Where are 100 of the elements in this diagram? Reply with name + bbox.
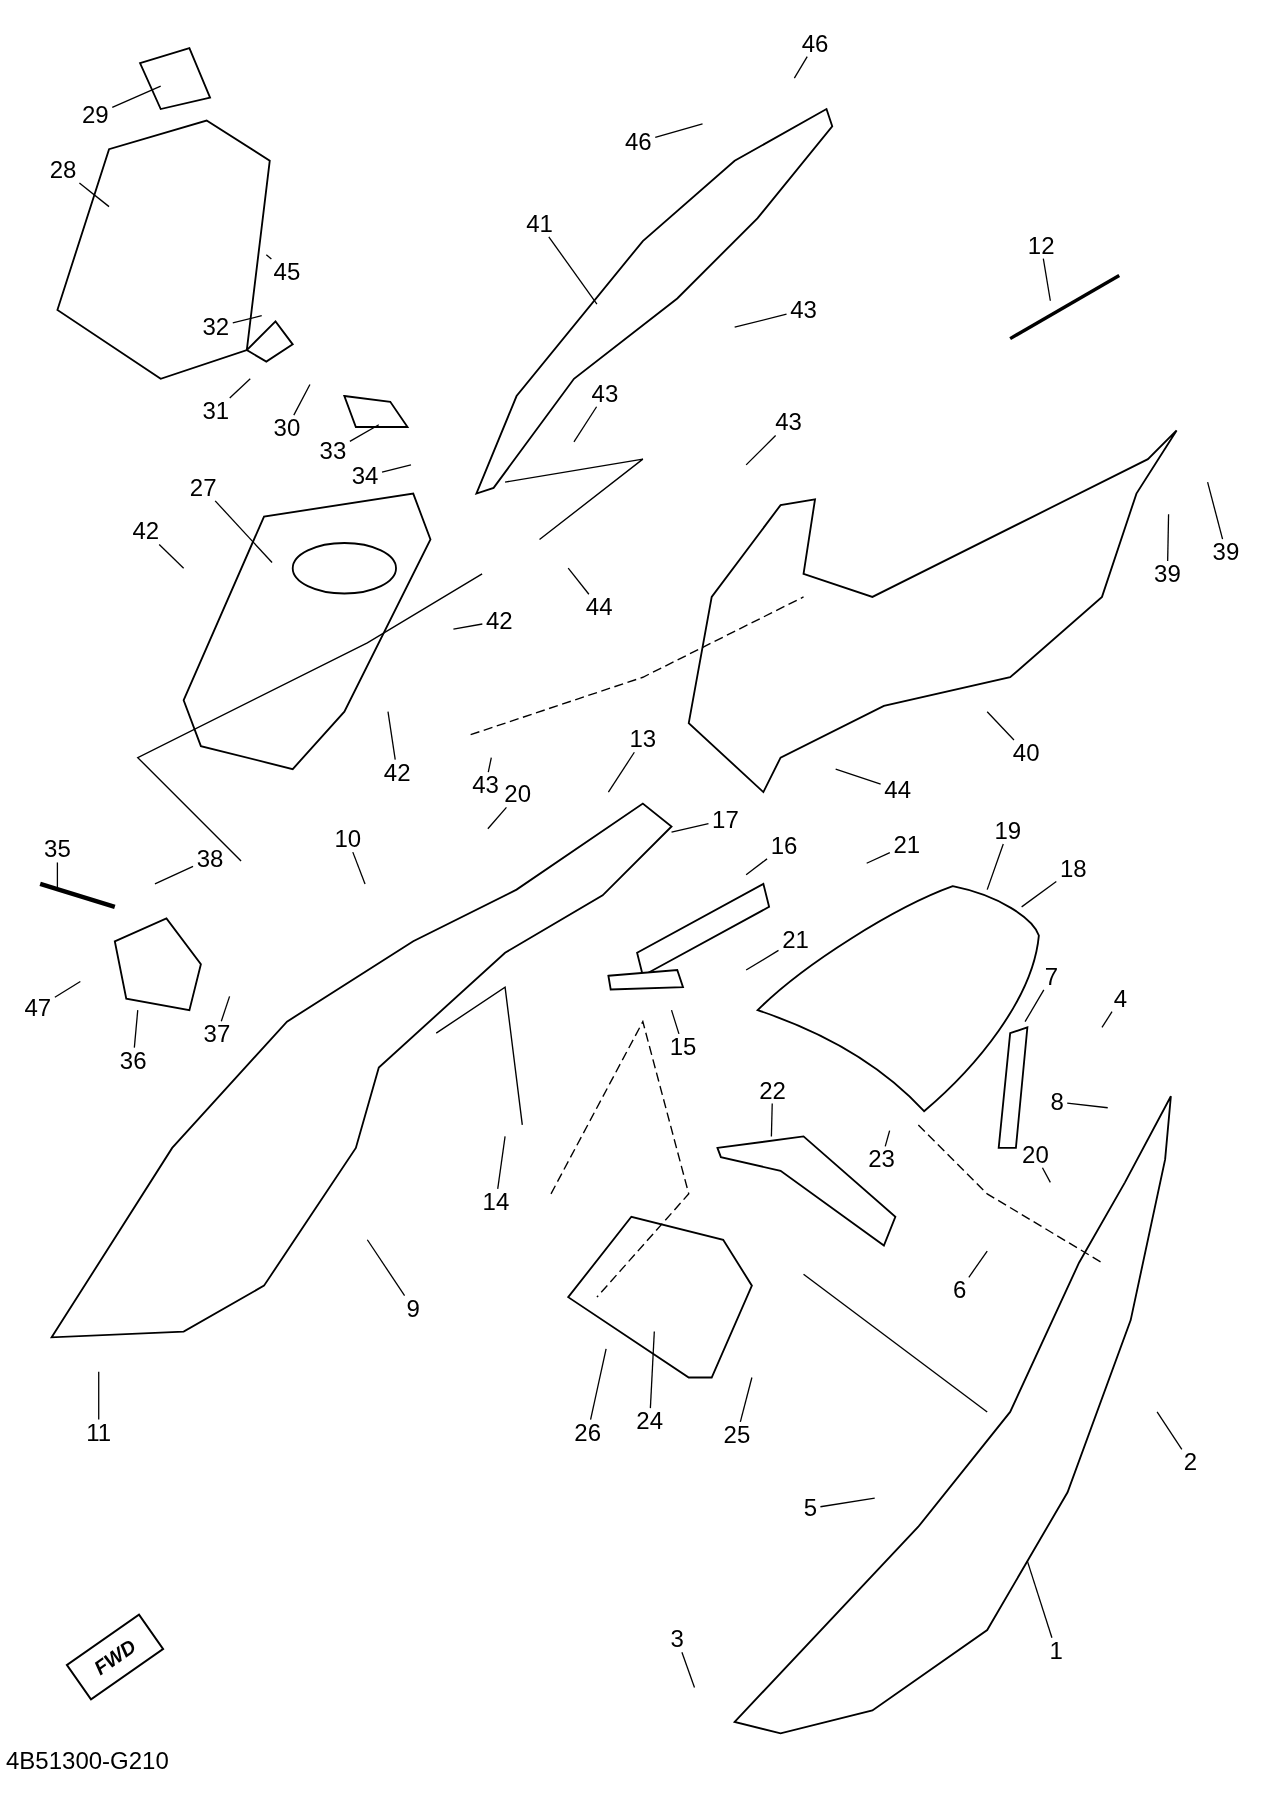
leader-line xyxy=(265,254,273,260)
leader-line xyxy=(349,424,380,442)
leader-line xyxy=(232,315,263,324)
leader-line xyxy=(589,1348,607,1421)
leader-line xyxy=(487,756,492,773)
leader-line xyxy=(220,995,231,1022)
callout-number: 39 xyxy=(1212,540,1240,565)
callout-number: 25 xyxy=(723,1422,751,1447)
leader-line xyxy=(654,123,704,139)
callout-number: 6 xyxy=(952,1278,967,1303)
callout-number: 33 xyxy=(319,439,347,464)
leader-line xyxy=(54,980,81,998)
leader-line xyxy=(1101,1011,1113,1029)
callout-number: 19 xyxy=(994,819,1022,844)
callout-number: 38 xyxy=(196,846,224,871)
callout-number: 21 xyxy=(782,928,809,953)
leader-line xyxy=(1026,1560,1053,1639)
callout-number: 36 xyxy=(119,1048,147,1073)
callout-number: 46 xyxy=(624,130,652,155)
callout-number: 43 xyxy=(790,297,817,322)
leader-line xyxy=(739,1376,753,1423)
leader-line xyxy=(670,822,710,833)
leader-line xyxy=(567,567,590,595)
leader-line xyxy=(1066,1102,1109,1109)
callout-number: 42 xyxy=(383,760,411,785)
callout-number: 2 xyxy=(1183,1450,1198,1475)
leader-line xyxy=(98,1371,100,1421)
callout-number: 44 xyxy=(585,595,613,620)
callout-number: 47 xyxy=(24,995,52,1020)
callout-number: 26 xyxy=(574,1420,602,1445)
callout-number: 13 xyxy=(629,727,657,752)
leader-line xyxy=(158,543,185,569)
leader-line xyxy=(1156,1411,1183,1451)
leader-line xyxy=(835,768,882,785)
callout-number: 12 xyxy=(1027,233,1055,258)
leader-line xyxy=(229,378,251,399)
callout-number: 17 xyxy=(712,807,739,832)
leader-line xyxy=(1021,880,1057,908)
callout-number: 3 xyxy=(670,1627,684,1652)
callout-number: 43 xyxy=(775,410,802,435)
callout-number: 21 xyxy=(893,832,921,857)
leader-line xyxy=(387,711,396,761)
callout-number: 40 xyxy=(1012,741,1040,765)
leader-line xyxy=(745,949,780,971)
callout-number: 28 xyxy=(49,157,77,182)
callout-number: 43 xyxy=(591,381,619,406)
leader-line xyxy=(487,806,508,830)
callout-number: 37 xyxy=(203,1022,231,1047)
callout-number: 1 xyxy=(1049,1638,1063,1663)
callout-number: 29 xyxy=(81,102,109,127)
callout-number: 11 xyxy=(86,1420,112,1445)
callout-number: 15 xyxy=(669,1034,697,1059)
leader-line xyxy=(1167,513,1170,562)
callout-number: 4 xyxy=(1113,986,1128,1011)
leader-line xyxy=(681,1651,696,1689)
leader-line xyxy=(670,1009,680,1035)
leader-line xyxy=(111,85,162,108)
callout-number: 27 xyxy=(189,475,217,500)
callout-number: 45 xyxy=(273,260,301,285)
leader-line xyxy=(649,1330,655,1409)
callout-number: 18 xyxy=(1059,856,1087,881)
callout-number: 44 xyxy=(884,777,911,802)
callout-number: 41 xyxy=(526,211,553,236)
leader-line xyxy=(866,852,891,864)
callout-number: 16 xyxy=(770,834,798,858)
callout-number: 14 xyxy=(482,1189,510,1214)
callout-number: 42 xyxy=(132,519,160,544)
leader-line xyxy=(986,711,1015,741)
callout-number: 10 xyxy=(334,827,362,852)
callout-number: 46 xyxy=(801,31,829,56)
callout-number: 35 xyxy=(44,837,71,862)
leader-line xyxy=(1041,1167,1051,1183)
leader-line xyxy=(884,1130,891,1148)
leader-line xyxy=(133,1009,139,1049)
leader-line xyxy=(573,406,598,443)
leader-line xyxy=(497,1135,506,1190)
callout-number: 30 xyxy=(273,416,301,441)
leader-line xyxy=(986,843,1004,891)
leader-line xyxy=(968,1250,988,1278)
leader-line xyxy=(734,313,788,328)
callout-number: 32 xyxy=(202,315,230,340)
leader-line xyxy=(770,1102,773,1138)
leader-line xyxy=(293,383,311,416)
leader-line xyxy=(1042,258,1051,302)
callout-number: 5 xyxy=(803,1496,818,1521)
leader-line xyxy=(352,851,366,885)
leader-line xyxy=(745,434,777,466)
leader-line xyxy=(366,1239,406,1297)
leader-line xyxy=(214,500,273,564)
leader-line xyxy=(452,623,483,630)
leader-line xyxy=(78,182,110,208)
leader-line xyxy=(819,1497,876,1508)
callout-number: 39 xyxy=(1154,561,1181,586)
callout-number: 23 xyxy=(868,1147,895,1172)
callout-number: 8 xyxy=(1050,1090,1064,1114)
callout-number: 22 xyxy=(759,1078,786,1103)
callout-number: 42 xyxy=(486,609,513,633)
leader-line xyxy=(793,55,808,79)
callout-number: 31 xyxy=(202,398,230,423)
callout-number: 24 xyxy=(636,1409,664,1434)
